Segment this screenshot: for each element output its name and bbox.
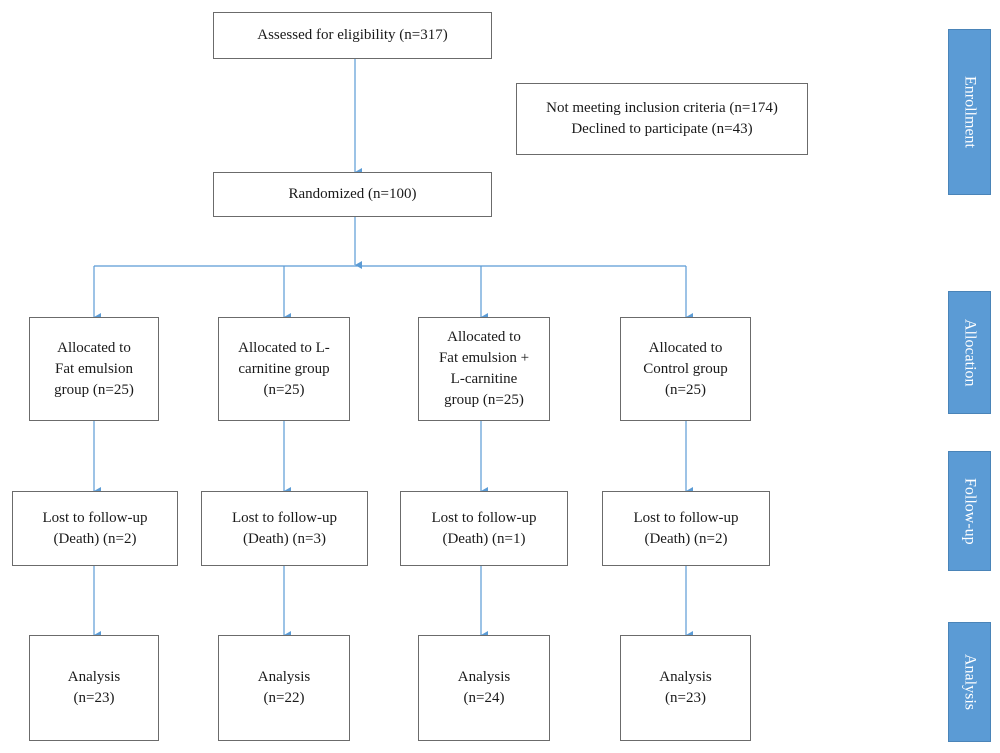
- analysis-text: (n=22): [263, 690, 305, 706]
- analysis-box-2: Analysis (n=22): [218, 635, 350, 741]
- analysis-box-3: Analysis (n=24): [418, 635, 550, 741]
- followup-text: (Death) (n=2): [53, 530, 137, 547]
- excluded-line-criteria: Not meeting inclusion criteria (n=174): [546, 100, 778, 116]
- stage-label-text: Follow-up: [961, 477, 979, 545]
- allocation-text: Allocated to: [648, 339, 723, 356]
- followup-text: Lost to follow-up: [42, 509, 148, 526]
- allocation-text: Control group: [643, 360, 728, 377]
- allocation-box-fat-emulsion: Allocated to Fat emulsion group (n=25): [29, 317, 159, 421]
- followup-text: (Death) (n=2): [644, 530, 728, 547]
- allocation-text: Allocated to L-: [238, 339, 330, 356]
- followup-text: (Death) (n=1): [442, 530, 526, 547]
- allocation-text: carnitine group: [238, 360, 330, 377]
- analysis-text: Analysis: [257, 669, 311, 685]
- followup-text: (Death) (n=3): [242, 530, 326, 547]
- stage-label-text: Allocation: [961, 318, 979, 387]
- excluded-box: Not meeting inclusion criteria (n=174) D…: [516, 83, 808, 155]
- randomized-box: Randomized (n=100): [213, 172, 492, 217]
- allocation-text: group (n=25): [54, 381, 134, 398]
- assessed-text: Assessed for eligibility (n=317): [257, 27, 448, 43]
- analysis-text: Analysis: [67, 669, 121, 685]
- allocation-text: Allocated to: [447, 329, 521, 345]
- stage-label-analysis: Analysis: [948, 622, 991, 742]
- analysis-text: Analysis: [659, 669, 712, 685]
- analysis-box-4: Analysis (n=23): [620, 635, 751, 741]
- allocation-text: L-carnitine: [450, 371, 518, 387]
- analysis-text: Analysis: [457, 669, 511, 685]
- followup-text: Lost to follow-up: [431, 509, 537, 526]
- stage-label-enrollment: Enrollment: [948, 29, 991, 195]
- allocation-text: Fat emulsion +: [438, 350, 530, 366]
- analysis-text: (n=23): [73, 690, 115, 706]
- followup-box-3: Lost to follow-up (Death) (n=1): [400, 491, 568, 566]
- excluded-line-declined: Declined to participate (n=43): [571, 121, 753, 137]
- analysis-text: (n=23): [665, 690, 706, 706]
- allocation-text: (n=25): [665, 381, 706, 398]
- allocation-box-l-carnitine: Allocated to L- carnitine group (n=25): [218, 317, 350, 421]
- allocation-text: Allocated to: [57, 339, 131, 356]
- randomized-text: Randomized (n=100): [288, 186, 417, 202]
- followup-text: Lost to follow-up: [633, 509, 739, 526]
- assessed-box: Assessed for eligibility (n=317): [213, 12, 492, 59]
- followup-box-4: Lost to follow-up (Death) (n=2): [602, 491, 770, 566]
- stage-label-text: Enrollment: [961, 76, 979, 148]
- allocation-text: Fat emulsion: [55, 360, 133, 377]
- followup-box-2: Lost to follow-up (Death) (n=3): [201, 491, 368, 566]
- followup-text: Lost to follow-up: [232, 509, 337, 526]
- analysis-box-1: Analysis (n=23): [29, 635, 159, 741]
- stage-label-allocation: Allocation: [948, 291, 991, 414]
- stage-label-text: Analysis: [961, 654, 979, 710]
- allocation-text: group (n=25): [444, 392, 524, 408]
- followup-box-1: Lost to follow-up (Death) (n=2): [12, 491, 178, 566]
- allocation-box-combined: Allocated to Fat emulsion + L-carnitine …: [418, 317, 550, 421]
- allocation-text: (n=25): [263, 381, 305, 398]
- allocation-box-control: Allocated to Control group (n=25): [620, 317, 751, 421]
- stage-label-followup: Follow-up: [948, 451, 991, 571]
- analysis-text: (n=24): [463, 690, 505, 706]
